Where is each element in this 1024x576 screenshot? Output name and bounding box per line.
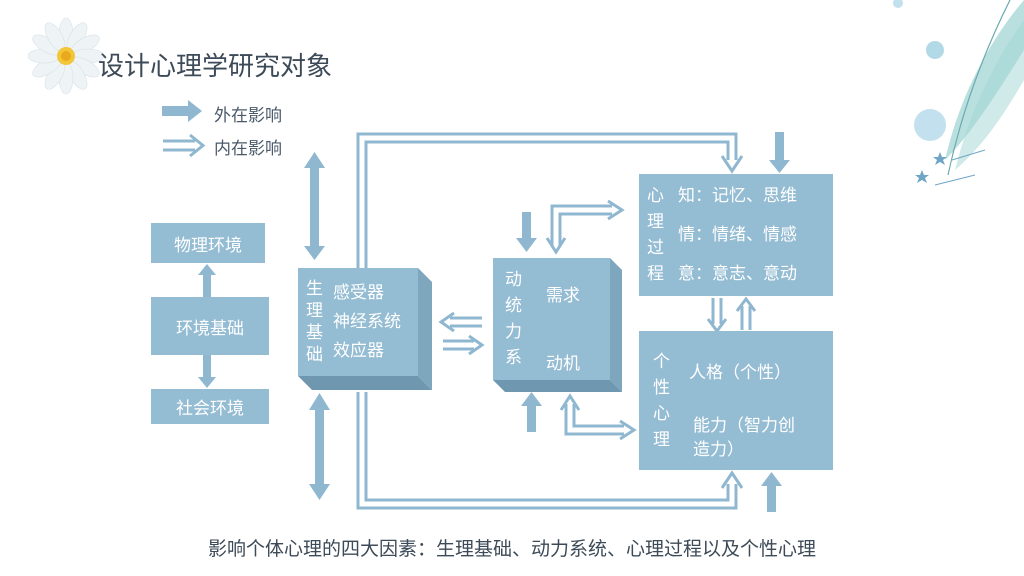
mental-process-box: 心 理 过 程 知：记忆、思维 情：情绪、情感 意：意志、意动 xyxy=(639,174,833,296)
nervous-system-label: 神经系统 xyxy=(333,311,401,332)
receptor-label: 感受器 xyxy=(333,282,384,303)
motive-title-char: 动 xyxy=(505,270,522,290)
mental-process-items: 知：记忆、思维 情：情绪、情感 意：意志、意动 xyxy=(678,177,797,294)
physio-box-3d-faces xyxy=(298,268,432,390)
physical-environment-box: 物理环境 xyxy=(151,223,265,263)
bottom-loop-connector xyxy=(356,392,744,510)
environment-base-box: 环境基础 xyxy=(151,297,269,355)
character-label: 人格（个性） xyxy=(689,363,791,383)
ability-label-line1: 能力（智力创 xyxy=(693,416,795,436)
physical-environment-label: 物理环境 xyxy=(174,235,242,256)
motive-personality-bottom-connector xyxy=(559,393,637,441)
daisy-icon xyxy=(27,17,105,95)
need-label: 需求 xyxy=(546,286,580,306)
process-title-char: 理 xyxy=(647,212,664,232)
legend-external-arrow-icon xyxy=(162,100,202,122)
motive-to-physio-arrow-icon xyxy=(438,311,482,333)
physio-title-char: 基 xyxy=(306,323,323,343)
process-to-personality-arrow-icon xyxy=(706,298,728,334)
motive-title-char: 力 xyxy=(505,322,522,342)
personality-bottom-up-arrow-icon xyxy=(761,472,782,512)
personality-title-char: 性 xyxy=(653,377,670,398)
personality-title-char: 心 xyxy=(653,403,670,424)
feather-decoration xyxy=(893,0,1024,186)
personality-to-process-arrow-icon xyxy=(735,296,757,330)
physio-title-char: 础 xyxy=(306,345,323,365)
motive-label: 动机 xyxy=(546,354,580,374)
motive-process-top-connector xyxy=(545,199,625,255)
volition-label: 意：意志、意动 xyxy=(678,263,797,284)
motive-system-box: 动 统 力 系 xyxy=(493,258,610,380)
social-environment-label: 社会环境 xyxy=(176,399,244,419)
process-title-char: 心 xyxy=(647,186,664,206)
ability-label-line2: 造力） xyxy=(693,440,744,460)
personality-title-char: 理 xyxy=(653,429,670,450)
cognition-label: 知：记忆、思维 xyxy=(678,185,797,206)
process-title-char: 过 xyxy=(647,238,664,258)
physio-title-char: 生 xyxy=(306,279,323,299)
motive-system-title: 动 统 力 系 xyxy=(505,267,522,371)
page-title: 设计心理学研究对象 xyxy=(98,52,333,82)
effector-label: 效应器 xyxy=(333,340,384,361)
mental-process-title: 心 理 过 程 xyxy=(647,183,664,287)
legend-external-label: 外在影响 xyxy=(214,106,282,126)
emotion-label: 情：情绪、情感 xyxy=(678,224,797,245)
personality-box: 个 性 心 理 xyxy=(639,331,833,470)
motive-box-3d-faces xyxy=(493,258,622,392)
env-down-arrow-icon xyxy=(198,355,216,388)
motive-bottom-up-arrow-icon xyxy=(521,392,542,432)
physio-top-double-arrow-icon xyxy=(304,152,325,260)
physio-to-motive-arrow-icon xyxy=(443,334,485,356)
summary-caption: 影响个体心理的四大因素：生理基础、动力系统、心理过程以及个性心理 xyxy=(207,538,816,560)
personality-title-char: 个 xyxy=(653,351,670,372)
env-up-arrow-icon xyxy=(198,264,216,297)
physio-basis-box: 生 理 基 础 感受器 神经系统 效应器 xyxy=(298,268,418,376)
personality-title: 个 性 心 理 xyxy=(653,349,670,453)
top-loop-connector xyxy=(356,132,744,272)
motive-top-down-arrow-icon xyxy=(516,212,537,252)
legend-internal-label: 内在影响 xyxy=(214,139,282,159)
social-environment-box: 社会环境 xyxy=(151,389,269,424)
physio-basis-title: 生 理 基 础 xyxy=(306,278,323,366)
motive-title-char: 系 xyxy=(505,348,522,368)
motive-title-char: 统 xyxy=(505,296,522,316)
process-title-char: 程 xyxy=(647,264,664,284)
physio-bottom-double-arrow-icon xyxy=(309,393,330,500)
process-top-down-arrow-icon xyxy=(769,132,790,173)
physio-items: 感受器 神经系统 效应器 xyxy=(333,279,401,366)
environment-base-label: 环境基础 xyxy=(176,318,244,339)
physio-title-char: 理 xyxy=(306,301,323,321)
legend-internal-arrow-icon xyxy=(163,133,206,158)
